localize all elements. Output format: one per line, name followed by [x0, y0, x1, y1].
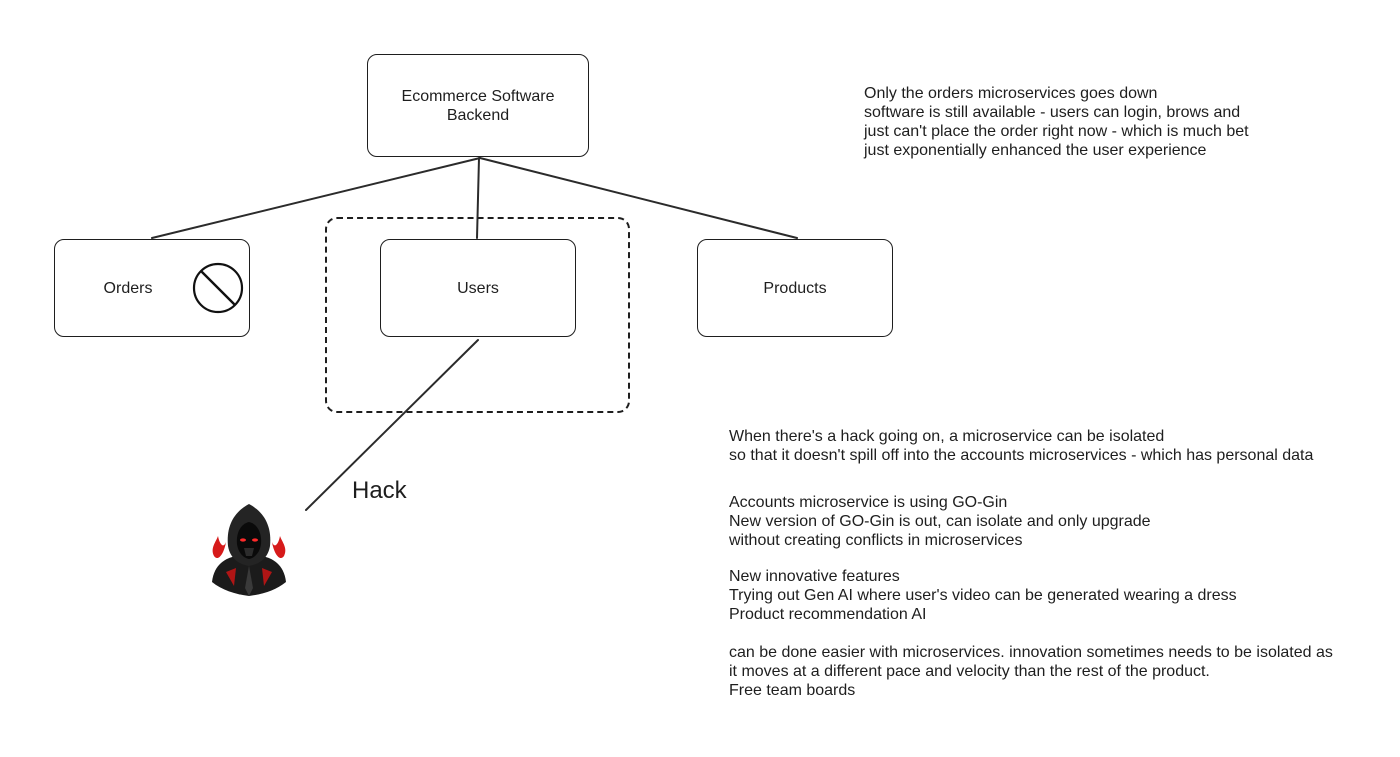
node-ecommerce-backend[interactable]: Ecommerce Software Backend	[367, 54, 589, 157]
hack-attack-line	[305, 339, 479, 511]
node-users[interactable]: Users	[380, 239, 576, 337]
note-line: just exponentially enhanced the user exp…	[864, 142, 1207, 159]
node-label: Ecommerce Software Backend	[401, 87, 555, 124]
note-line: just can't place the order right now - w…	[864, 123, 1249, 140]
isolation-boundary	[325, 217, 630, 413]
note-accounts-upgrade: Accounts microservice is using GO-Gin Ne…	[729, 493, 1151, 550]
hooded-hacker-icon	[212, 504, 286, 596]
node-label: Products	[763, 279, 827, 297]
note-line: Product recommendation AI	[729, 606, 927, 623]
connector-backend-users	[476, 157, 480, 239]
note-line: it moves at a different pace and velocit…	[729, 663, 1210, 680]
note-line: Accounts microservice is using GO-Gin	[729, 494, 1008, 511]
note-orders-down: Only the orders microservices goes down …	[864, 84, 1249, 160]
note-hack-isolation: When there's a hack going on, a microser…	[729, 427, 1313, 465]
node-label: Users	[457, 279, 499, 297]
note-line: Free team boards	[729, 682, 856, 699]
note-line: New version of GO-Gin is out, can isolat…	[729, 513, 1151, 530]
note-line: can be done easier with microservices. i…	[729, 644, 1333, 661]
note-line: Trying out Gen AI where user's video can…	[729, 587, 1237, 604]
note-line: New innovative features	[729, 568, 900, 585]
note-new-features: New innovative features Trying out Gen A…	[729, 567, 1237, 624]
note-line: without creating conflicts in microservi…	[729, 532, 1023, 549]
node-label: Orders	[103, 279, 153, 297]
note-line: Only the orders microservices goes down	[864, 85, 1158, 102]
connector-backend-products	[479, 157, 798, 239]
connector-backend-orders	[151, 157, 481, 239]
hack-label: Hack	[352, 477, 407, 504]
note-line: When there's a hack going on, a microser…	[729, 428, 1165, 445]
note-line: software is still available - users can …	[864, 104, 1241, 121]
node-products[interactable]: Products	[697, 239, 893, 337]
no-entry-icon	[192, 262, 244, 314]
note-innovation: can be done easier with microservices. i…	[729, 643, 1333, 700]
note-line: so that it doesn't spill off into the ac…	[729, 447, 1314, 464]
